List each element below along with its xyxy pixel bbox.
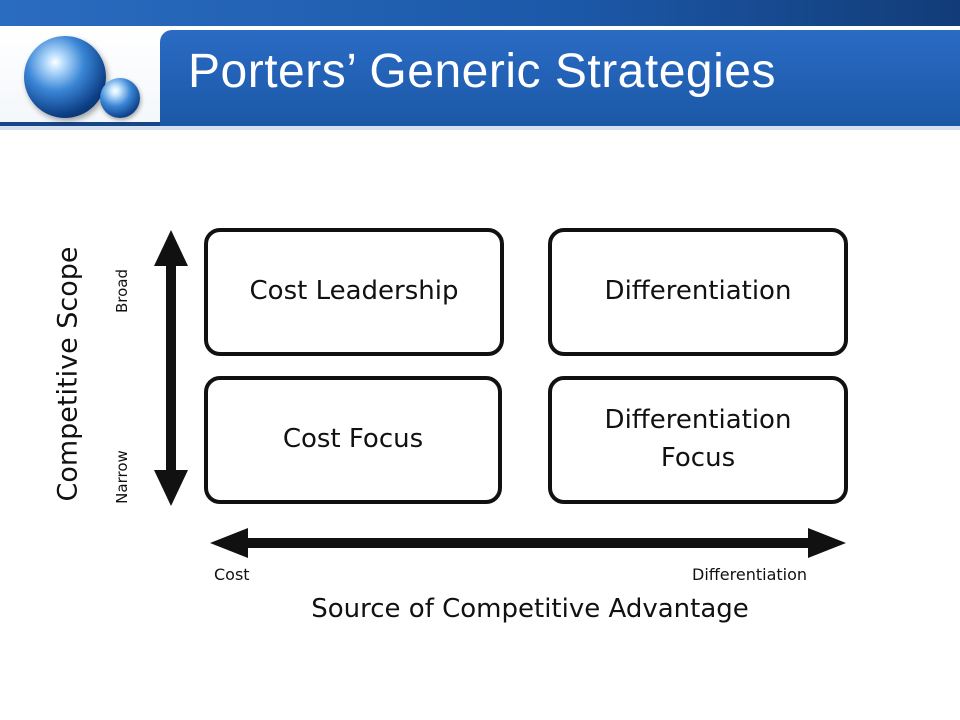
vertical-double-arrow-icon <box>154 230 188 506</box>
x-axis-left-label: Cost <box>214 565 250 584</box>
quadrant-differentiation: Differentiation <box>548 228 848 356</box>
quadrant-differentiation-focus: Differentiation Focus <box>548 376 848 504</box>
header-divider <box>0 126 960 130</box>
quadrant-label-line1: Differentiation <box>604 405 792 436</box>
quadrant-label: Cost Leadership <box>249 276 459 307</box>
x-axis-right-label: Differentiation <box>692 565 808 584</box>
header-bar <box>0 0 960 130</box>
orb-logo-small-icon <box>100 78 140 118</box>
y-axis-bottom-label: Narrow <box>113 450 131 504</box>
quadrant-label: Differentiation <box>604 276 792 307</box>
header-title-band <box>160 30 960 130</box>
y-axis-title: Competitive Scope <box>52 246 84 502</box>
quadrant-label: Differentiation Focus <box>605 402 792 477</box>
slide-title: Porters’ Generic Strategies <box>188 45 776 98</box>
y-axis-top-label: Broad <box>113 268 131 314</box>
quadrant-label-line2: Focus <box>660 443 736 473</box>
quadrant-cost-focus: Cost Focus <box>204 376 502 504</box>
quadrant-label: Cost Focus <box>282 424 424 455</box>
x-axis-title: Source of Competitive Advantage <box>311 594 749 624</box>
orb-logo-large-icon <box>24 36 106 118</box>
quadrant-cost-leadership: Cost Leadership <box>204 228 504 356</box>
header-top-strip <box>0 0 960 26</box>
horizontal-double-arrow-icon <box>210 528 846 558</box>
